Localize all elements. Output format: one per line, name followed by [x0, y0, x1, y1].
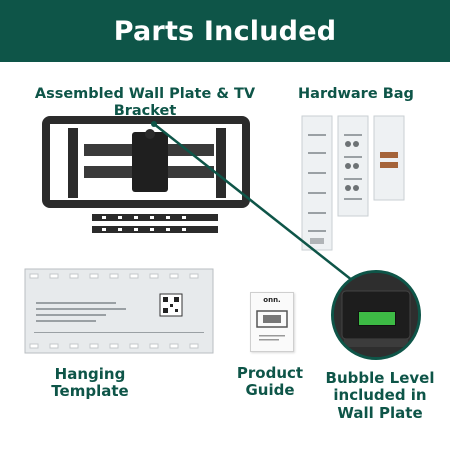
wall-bracket-image [42, 116, 250, 233]
label-product-guide: Product Guide [236, 364, 304, 400]
hanging-template-image [24, 268, 214, 354]
label-bubble-level: Bubble Level included in Wall Plate [325, 369, 435, 422]
label-wall-plate-bracket: Assembled Wall Plate & TV Bracket [34, 86, 256, 119]
bubble-level-zoom [331, 270, 421, 360]
hardware-bag-image [301, 115, 405, 251]
label-hardware-bag: Hardware Bag [298, 86, 414, 102]
callout-line [151, 121, 363, 289]
label-hanging-template: Hanging Template [51, 365, 129, 401]
product-guide-image: onn. [250, 292, 294, 352]
page-title: Parts Included [113, 15, 337, 47]
bubble-level-icon [358, 311, 396, 326]
title-banner: Parts Included [0, 0, 450, 62]
brand-logo: onn. [263, 296, 281, 304]
guide-illustration [256, 310, 288, 341]
